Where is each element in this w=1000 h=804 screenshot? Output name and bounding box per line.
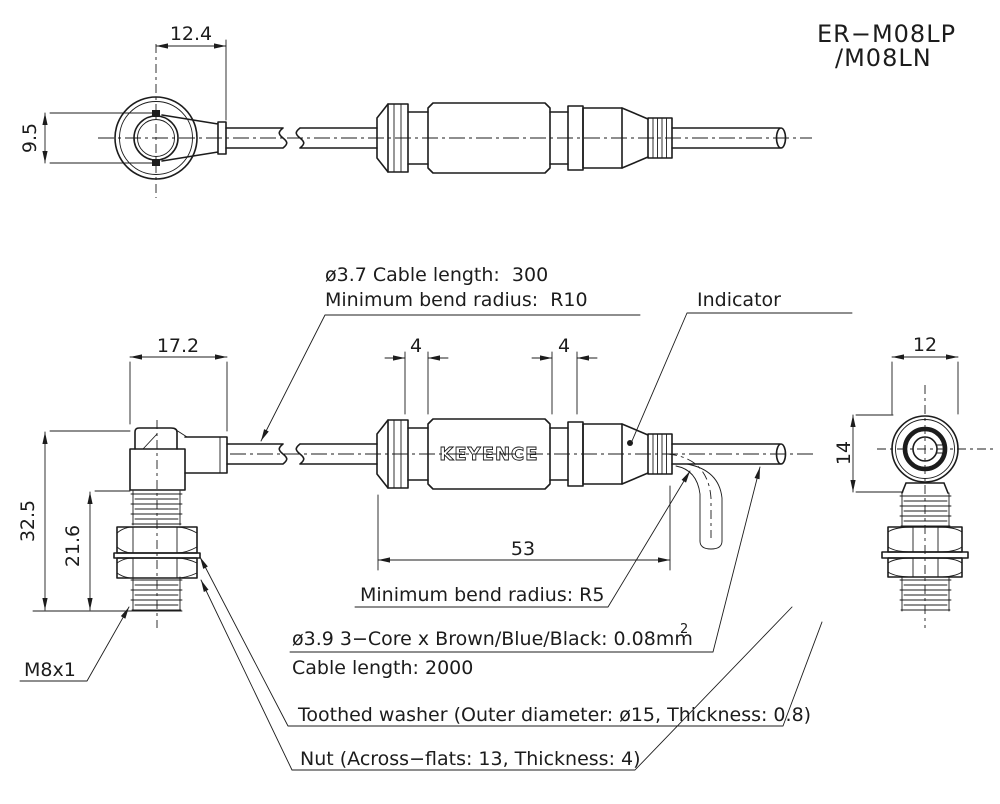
front-view-threaded-barrel xyxy=(113,490,201,612)
title-block: ER−M08LP /M08LN xyxy=(817,20,956,72)
indicator-dot xyxy=(627,440,633,446)
dim-top-clevis-width-label: 12.4 xyxy=(170,23,212,45)
dim-front-head-width-label: 17.2 xyxy=(157,335,199,357)
dim-top-clevis-height: 9.5 xyxy=(19,112,153,164)
dim-top-clevis-width: 12.4 xyxy=(155,23,227,121)
dim-front-body-length-label: 53 xyxy=(511,538,535,560)
nut-note: Nut (Across−flats: 13, Thickness: 4) xyxy=(300,748,641,770)
cable-spec-note: ø3.9 3−Core x Brown/Blue/Black: 0.08mm xyxy=(292,628,693,650)
dim-front-head-width: 17.2 xyxy=(129,335,228,432)
top-view-output-cable xyxy=(671,127,787,149)
front-view-cable xyxy=(226,443,378,465)
indicator-label: Indicator xyxy=(697,289,781,311)
washer-note: Toothed washer (Outer diameter: ø15, Thi… xyxy=(297,704,811,726)
dim-top-clevis-height-label: 9.5 xyxy=(19,123,41,153)
model-number-line2: /M08LN xyxy=(835,44,932,72)
cable-note-line1: ø3.7 Cable length: 300 xyxy=(325,264,548,286)
annotation-indicator: Indicator xyxy=(631,289,853,442)
front-view-bent-cable xyxy=(667,453,723,550)
annotation-thread-spec: M8x1 xyxy=(19,606,130,682)
top-view: 12.4 9.5 xyxy=(19,23,812,198)
front-view-output-cable xyxy=(671,443,787,465)
model-number-line1: ER−M08LP xyxy=(817,20,956,48)
side-view-sensor-head xyxy=(891,415,959,494)
dim-side-head-width: 12 xyxy=(891,334,959,415)
top-view-amplifier-body xyxy=(376,102,673,174)
front-view-amplifier-body: KEYENCE xyxy=(376,418,673,490)
dim-front-ring-left-label: 4 xyxy=(410,335,422,357)
dim-front-thread-length: 21.6 xyxy=(62,490,131,611)
annotation-cable-spec: ø3.9 3−Core x Brown/Blue/Black: 0.08mm 2… xyxy=(289,466,761,679)
annotation-bend-radius: Minimum bend radius: R5 xyxy=(354,470,691,608)
annotation-nut: Nut (Across−flats: 13, Thickness: 4) xyxy=(200,579,793,771)
annotation-cable-note: ø3.7 Cable length: 300 Minimum bend radi… xyxy=(260,264,641,442)
dim-front-ring-right-label: 4 xyxy=(558,335,570,357)
bend-radius-note: Minimum bend radius: R5 xyxy=(360,584,604,606)
top-view-cable xyxy=(225,127,378,149)
dim-side-head-height: 14 xyxy=(833,414,904,493)
front-view: KEYENCE xyxy=(17,335,815,628)
dim-front-body-length: 53 xyxy=(377,485,671,571)
side-view: 12 14 xyxy=(833,334,997,628)
cable-length-note: Cable length: 2000 xyxy=(292,657,473,679)
keyence-logo: KEYENCE xyxy=(439,444,538,465)
cable-note-line2: Minimum bend radius: R10 xyxy=(325,289,588,311)
front-view-sensor-head xyxy=(129,427,228,491)
top-view-sensor-head xyxy=(114,96,227,180)
cable-spec-superscript: 2 xyxy=(680,622,688,637)
side-view-threaded-barrel xyxy=(881,492,969,612)
dim-side-head-width-label: 12 xyxy=(913,334,937,356)
dim-front-overall-height: 32.5 xyxy=(17,430,183,612)
dim-front-overall-height-label: 32.5 xyxy=(17,500,39,542)
dim-side-head-height-label: 14 xyxy=(833,441,855,465)
dim-front-thread-length-label: 21.6 xyxy=(62,525,84,567)
thread-spec-label: M8x1 xyxy=(24,659,76,681)
dim-front-ring-left: 4 xyxy=(384,335,449,415)
dim-front-ring-right: 4 xyxy=(531,335,598,415)
